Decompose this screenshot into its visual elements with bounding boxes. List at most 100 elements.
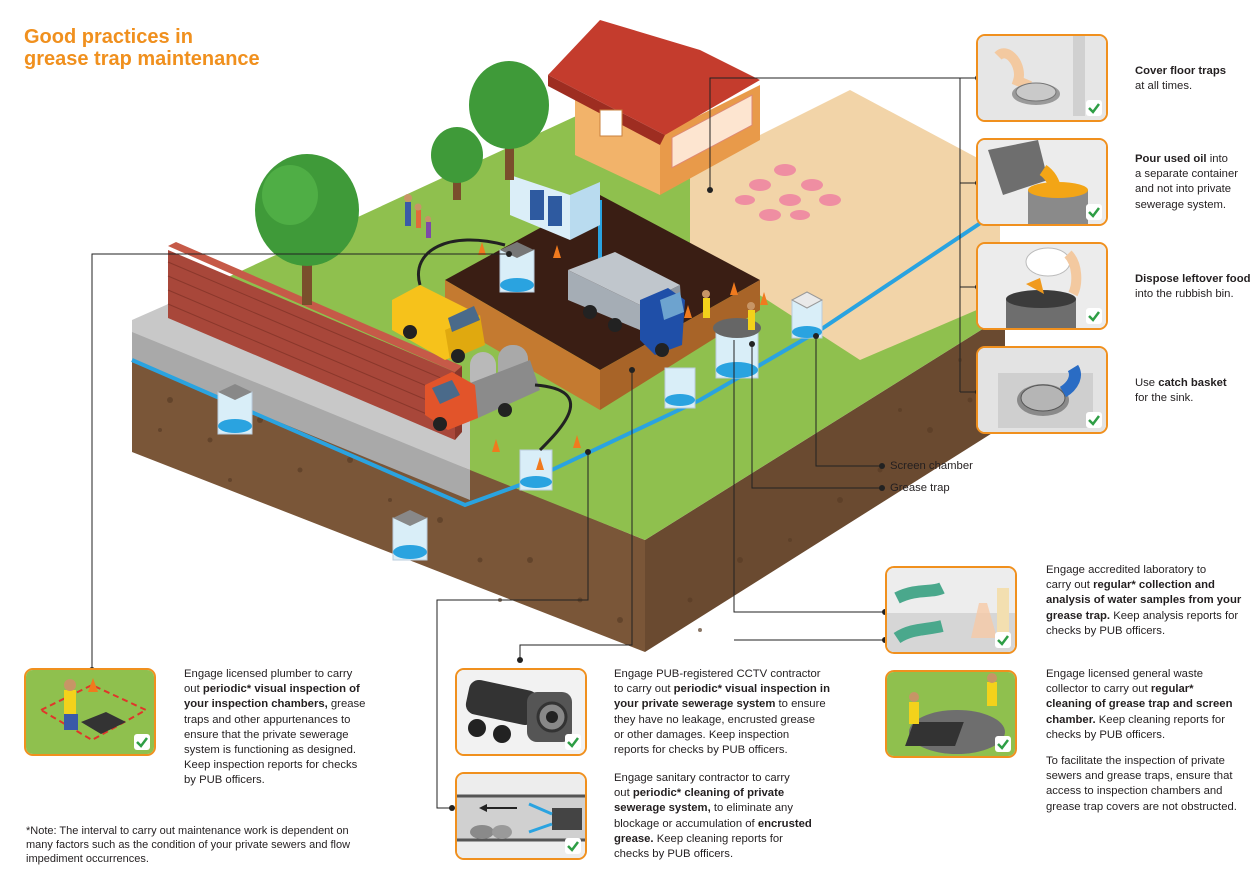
hose [534,383,573,452]
tree [469,61,549,180]
leader-lines [91,77,978,809]
text-line: collector to carry out regular* [1046,682,1232,697]
text-line: Engage sanitary contractor to carry [614,771,812,786]
lab-sample-icon [887,568,1015,652]
toilet-stall [548,196,562,226]
bold-run: grease trap. [1046,609,1111,622]
yellow-van [392,285,485,363]
grease-trap-tank [713,318,761,379]
plumber-thumbnail [24,668,156,756]
rubbish-bin-thumbnail [976,242,1108,330]
text-run: access to inspection chambers and [1046,785,1223,798]
text-run: out [614,787,633,800]
title-line: Good practices in [24,26,193,48]
brick-lines [167,261,456,427]
text-run: ensure that the private sewerage [184,728,349,741]
inspection-chamber [217,384,253,435]
text-run: Keep cleaning reports for [653,832,783,845]
tree [255,154,359,305]
text-line: a separate container [1135,167,1238,182]
text-line: into the rubbish bin. [1135,287,1251,302]
screen-chamber-label: Screen chamber [890,460,973,472]
bold-run: Pour used oil [1135,153,1207,165]
shop-window [599,109,623,137]
text-run: and not into private [1135,183,1232,196]
check-icon [1088,311,1100,322]
text-line: for the sink. [1135,391,1227,406]
check-icon [136,737,148,748]
shop-wall-left [575,95,660,195]
text-run: reports for checks by PUB officers. [614,744,788,757]
text-line: access to inspection chambers and [1046,784,1237,799]
pit-wall [445,280,600,410]
cctv-camera-icon [457,670,585,754]
lab-sample-thumbnail [885,566,1017,654]
text-line: sewers and grease traps, ensure that [1046,769,1237,784]
bold-run: regular* collection and [1093,579,1215,592]
pavement-edge [132,332,470,500]
text-line: Keep inspection reports for checks [184,758,365,773]
catch-basket-thumbnail [976,346,1108,434]
inspection-chamber [519,449,553,491]
bold-run: encrusted [757,817,812,830]
text-run: Engage licensed plumber to carry [184,668,353,680]
oil-pot-icon [978,140,1106,224]
bold-run: regular* [1150,683,1194,696]
text-line: checks by PUB officers. [1046,624,1241,639]
traffic-cones [478,242,768,470]
check-icon [997,635,1009,646]
text-line: analysis of water samples from your [1046,593,1241,608]
text-line: Dispose leftover food [1135,272,1251,287]
bold-run: Dispose leftover food [1135,273,1251,285]
text-run: checks by PUB officers. [1046,728,1166,741]
text-line: grease. Keep cleaning reports for [614,832,812,847]
text-run: sewers and grease traps, ensure that [1046,770,1233,783]
plumber-inspection-icon [26,670,154,754]
check-icon [567,737,579,748]
text-run: Keep inspection reports for checks [184,759,358,772]
text-run: Engage sanitary contractor to carry [614,772,790,784]
waste-collector-thumbnail [885,670,1017,758]
bold-run: periodic* visual inspection in [673,683,830,696]
text-run: Keep analysis reports for [1110,609,1239,622]
bold-run: cleaning of grease trap and screen [1046,698,1233,711]
text-line: Engage PUB-registered CCTV contractor [614,667,830,682]
text-line: Use catch basket [1135,376,1227,391]
text-line: system is functioning as designed. [184,743,365,758]
text-run: to carry out [614,683,674,696]
workers [702,290,755,330]
text-line: Engage licensed plumber to carry [184,667,365,682]
cctv-thumbnail [455,668,587,756]
footnote-line: many factors such as the condition of yo… [26,839,351,851]
text-run: checks by PUB officers. [1046,624,1166,637]
text-line: your inspection chambers, grease [184,697,365,712]
text-line: Engage licensed general waste [1046,667,1232,682]
text-line: out periodic* visual inspection of [184,682,365,697]
text-line: by PUB officers. [184,773,365,788]
waste-collector-text: Engage licensed general waste collector t… [1046,667,1232,743]
text-run: they have no leakage, encrusted grease [614,713,815,726]
text-run: into [1206,153,1228,165]
text-line: grease trap. Keep analysis reports for [1046,609,1241,624]
text-line: or other damages. Keep inspection [614,728,830,743]
text-run: to ensure [775,698,826,711]
patio-tables [735,164,841,221]
shop-counter [671,94,753,169]
title-line: grease trap maintenance [24,48,260,70]
text-run: or other damages. Keep inspection [614,728,790,741]
text-run: by PUB officers. [184,774,265,787]
text-run: Engage licensed general waste [1046,668,1204,680]
bold-run: periodic* visual inspection of [202,683,360,696]
floor-trap-icon [978,36,1106,120]
screen-chamber-tank [790,291,824,339]
text-line: carry out regular* collection and [1046,578,1241,593]
text-run: out [184,683,203,696]
plumber-text: Engage licensed plumber to carry out peri… [184,667,365,789]
inspection-chamber [499,242,535,293]
text-run: system is functioning as designed. [184,744,357,757]
text-run: collector to carry out [1046,683,1151,696]
text-line: sewerage system, to eliminate any [614,801,812,816]
bold-run: grease. [614,832,654,845]
